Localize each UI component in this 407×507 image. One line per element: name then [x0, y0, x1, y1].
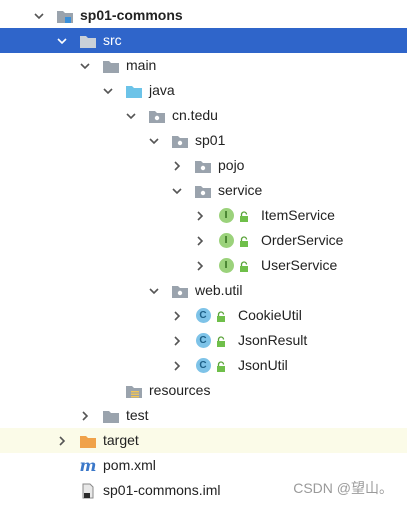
lock-icon	[217, 361, 225, 372]
tree-node-json-util[interactable]: C JsonUtil	[0, 353, 407, 378]
tree-node-label: java	[149, 82, 175, 98]
tree-node-label: main	[126, 57, 157, 73]
tree-node-label: JsonUtil	[238, 357, 288, 373]
folder-icon	[102, 408, 120, 424]
package-icon	[171, 283, 189, 299]
tree-node-label: UserService	[261, 257, 338, 273]
tree-node-src[interactable]: src	[0, 28, 407, 53]
resources-folder-icon	[125, 383, 143, 399]
tree-node-java[interactable]: java	[0, 78, 407, 103]
maven-badge: m	[79, 456, 97, 475]
lock-icon	[240, 211, 248, 222]
tree-node-item-service[interactable]: I ItemService	[0, 203, 407, 228]
chevron-right-icon[interactable]	[170, 334, 184, 348]
tree-node-label: ItemService	[261, 207, 335, 223]
class-icon: C	[194, 308, 212, 324]
module-file-icon	[79, 483, 97, 499]
interface-icon: I	[217, 233, 235, 249]
class-badge: C	[195, 333, 211, 348]
tree-node-target[interactable]: target	[0, 428, 407, 453]
tree-node-label: sp01-commons.iml	[103, 482, 221, 498]
tree-node-label: cn.tedu	[172, 107, 218, 123]
chevron-right-icon[interactable]	[78, 409, 92, 423]
lock-icon	[217, 336, 225, 347]
tree-node-label: sp01	[195, 132, 226, 148]
package-icon	[148, 108, 166, 124]
class-icon: C	[194, 358, 212, 374]
maven-icon: m	[79, 456, 97, 475]
tree-node-cookie-util[interactable]: C CookieUtil	[0, 303, 407, 328]
tree-node-main[interactable]: main	[0, 53, 407, 78]
tree-node-label: target	[103, 432, 139, 448]
tree-node-label: pojo	[218, 157, 245, 173]
class-badge: C	[195, 308, 211, 323]
tree-node-label: OrderService	[261, 232, 344, 248]
tree-node-label: src	[103, 32, 122, 48]
lock-icon	[217, 311, 225, 322]
interface-badge: I	[218, 208, 234, 223]
chevron-right-icon[interactable]	[170, 159, 184, 173]
lock-icon	[240, 261, 248, 272]
chevron-down-icon[interactable]	[170, 184, 184, 198]
tree-node-test[interactable]: test	[0, 403, 407, 428]
interface-badge: I	[218, 233, 234, 248]
tree-node-order-service[interactable]: I OrderService	[0, 228, 407, 253]
chevron-down-icon[interactable]	[147, 284, 161, 298]
package-icon	[171, 133, 189, 149]
tree-node-label: test	[126, 407, 149, 423]
tree-node-pom[interactable]: m pom.xml	[0, 453, 407, 478]
watermark: CSDN @望山。	[293, 480, 393, 496]
class-icon: C	[194, 333, 212, 349]
chevron-right-icon[interactable]	[170, 359, 184, 373]
tree-node-sp01[interactable]: sp01	[0, 128, 407, 153]
folder-icon	[102, 58, 120, 74]
interface-badge: I	[218, 258, 234, 273]
chevron-down-icon[interactable]	[124, 109, 138, 123]
tree-node-label: service	[218, 182, 263, 198]
interface-icon: I	[217, 258, 235, 274]
lock-icon	[240, 236, 248, 247]
chevron-down-icon[interactable]	[32, 9, 46, 23]
tree-node-iml[interactable]: sp01-commons.iml	[0, 478, 407, 503]
package-icon	[194, 158, 212, 174]
chevron-right-icon[interactable]	[193, 259, 207, 273]
chevron-down-icon[interactable]	[147, 134, 161, 148]
tree-node-service[interactable]: service	[0, 178, 407, 203]
chevron-down-icon[interactable]	[78, 59, 92, 73]
tree-node-pojo[interactable]: pojo	[0, 153, 407, 178]
tree-node-label: JsonResult	[238, 332, 308, 348]
chevron-right-icon[interactable]	[55, 434, 69, 448]
tree-node-sp01-commons[interactable]: sp01-commons	[0, 3, 407, 28]
tree-node-resources[interactable]: resources	[0, 378, 407, 403]
tree-node-label: pom.xml	[103, 457, 156, 473]
tree-node-label: resources	[149, 382, 211, 398]
interface-icon: I	[217, 208, 235, 224]
tree-node-label: sp01-commons	[80, 7, 183, 23]
tree-node-label: CookieUtil	[238, 307, 302, 323]
chevron-right-icon[interactable]	[193, 209, 207, 223]
chevron-right-icon[interactable]	[170, 309, 184, 323]
tree-node-cn-tedu[interactable]: cn.tedu	[0, 103, 407, 128]
module-folder-icon	[56, 8, 74, 24]
chevron-down-icon[interactable]	[101, 84, 115, 98]
class-badge: C	[195, 358, 211, 373]
package-icon	[194, 183, 212, 199]
chevron-down-icon[interactable]	[55, 34, 69, 48]
tree-node-user-service[interactable]: I UserService	[0, 253, 407, 278]
tree-node-web-util[interactable]: web.util	[0, 278, 407, 303]
tree-node-json-result[interactable]: C JsonResult	[0, 328, 407, 353]
excluded-folder-icon	[79, 433, 97, 449]
chevron-right-icon[interactable]	[193, 234, 207, 248]
tree-node-label: web.util	[195, 282, 243, 298]
source-folder-icon	[125, 83, 143, 99]
folder-icon	[79, 33, 97, 49]
